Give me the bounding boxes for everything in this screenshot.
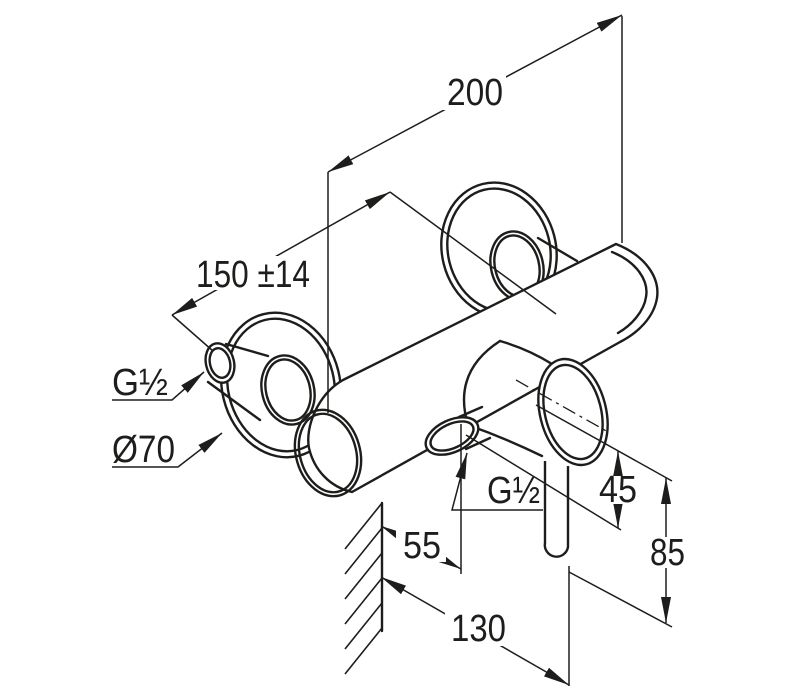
dim-150-label-mask — [192, 256, 316, 290]
dim-200-label-mask — [442, 76, 506, 110]
body-left-cap-rim — [297, 412, 359, 494]
body-end-cap-rim — [610, 250, 648, 335]
left-inlet-nipple-rim — [208, 347, 232, 379]
inlet-thread-leader — [112, 371, 205, 401]
dim-150-leader-left — [171, 314, 214, 352]
rosette-diameter-leader — [112, 432, 223, 468]
mixer-faucet — [204, 181, 659, 558]
dim-wall-to-handle-label: 130 — [451, 608, 506, 650]
left-union-hub-rim — [264, 358, 312, 422]
dim-wall-to-outlet-label: 55 — [403, 525, 441, 567]
outlet-edge-bottom — [464, 436, 492, 451]
handle-knob-top-edge — [498, 339, 554, 366]
wall-hatch-stroke — [344, 577, 383, 625]
ref-line-outlet — [465, 434, 622, 531]
ref-line-body-bottom — [535, 404, 673, 482]
dim-85-label-mask — [645, 537, 689, 568]
body-left-cap — [293, 408, 363, 498]
dim-inlet-spacing-label: 150 ±14 — [196, 254, 310, 296]
wall-hatch-stroke — [344, 627, 383, 675]
left-union-hub — [260, 354, 316, 426]
wall-hatching — [344, 501, 384, 675]
handle-center-line — [515, 379, 609, 433]
dim-150-line — [171, 191, 391, 316]
dim-150-leader-right — [389, 191, 557, 315]
wall-hatch-stroke — [344, 602, 383, 650]
dim-45-label-mask — [596, 476, 640, 504]
lever-rod — [543, 461, 570, 558]
outlet-thread-leader — [451, 452, 543, 511]
dim-55-label-mask — [396, 529, 446, 562]
mixer-body — [307, 242, 659, 494]
wall-hatch-stroke — [344, 527, 383, 575]
rosette-diameter-label: Ø70 — [112, 429, 175, 471]
shower-outlet-rim — [429, 420, 475, 452]
shower-outlet — [424, 416, 480, 456]
dim-outlet-drop-label: 45 — [599, 469, 637, 511]
inlet-thread-label: G½ — [112, 362, 168, 404]
wall-hatch-stroke — [344, 552, 383, 600]
outlet-edge-top — [457, 405, 484, 419]
ref-line-lever-end — [568, 571, 673, 628]
upper-union-edge — [536, 236, 579, 263]
dim-overall-width-label: 200 — [447, 72, 503, 114]
handle-knob-cap-rim — [542, 363, 604, 461]
outlet-thread-label: G½ — [487, 470, 540, 512]
dimensions: 200 150 ±14 G½ Ø70 G½ 45 85 55 — [112, 14, 689, 686]
dim-handle-drop-label: 85 — [650, 532, 685, 574]
wall-hatch-stroke — [344, 502, 383, 550]
left-nipple-edge-bottom — [206, 380, 262, 422]
left-nipple-edge-top — [224, 342, 270, 358]
dim-130-label-mask — [445, 609, 511, 646]
